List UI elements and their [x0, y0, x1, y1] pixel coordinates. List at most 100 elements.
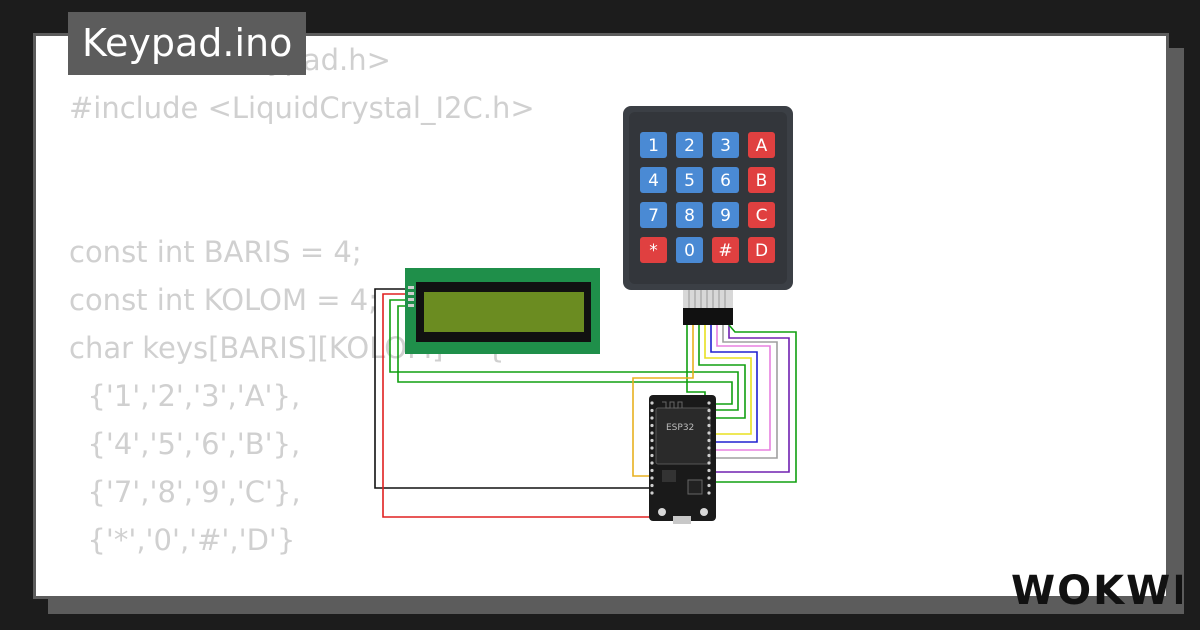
- preview-card: #include <Keypad.h>#include <LiquidCryst…: [33, 33, 1169, 599]
- keypad-face: [629, 112, 787, 284]
- esp32-pin: [707, 431, 711, 435]
- keypad-key: [712, 202, 739, 228]
- keypad-key-label: 0: [684, 241, 695, 261]
- keypad-key-label: 3: [720, 136, 731, 156]
- keypad-key: [676, 237, 703, 263]
- keypad-key: [748, 202, 775, 228]
- esp32-module: [655, 407, 711, 465]
- keypad-key: [712, 132, 739, 158]
- keypad-key: [676, 167, 703, 193]
- code-line: {'7','8','9','C'},: [69, 475, 301, 509]
- esp32-board: ESP32: [649, 395, 716, 524]
- esp32-pin: [650, 491, 654, 495]
- esp32-pin: [707, 408, 711, 413]
- esp32-pin: [707, 483, 711, 488]
- wire-lcd-sda: [389, 299, 739, 411]
- keypad-key-label: 7: [648, 206, 659, 226]
- keypad-key-label: *: [649, 241, 658, 261]
- usb-port: [673, 516, 691, 524]
- keypad-key-label: 5: [684, 171, 695, 191]
- esp32-pin: [707, 438, 711, 443]
- lcd-screen: [424, 292, 584, 332]
- project-title: Keypad.ino: [68, 12, 307, 75]
- wire-keypad-7: [712, 325, 778, 459]
- code-line: const int KOLOM = 4;: [69, 283, 378, 317]
- keypad-key: [640, 237, 667, 263]
- keypad-keys: 1 2 3 A 4 5 6 B 7 8 9 C * 0 # D: [640, 132, 775, 263]
- keypad-key-label: 8: [684, 206, 695, 226]
- wire-keypad-6: [712, 325, 771, 451]
- esp32-pin: [707, 416, 711, 420]
- keypad-key-label: 1: [648, 136, 659, 156]
- keypad-ribbon-lines: [688, 290, 726, 308]
- wire-keypad-1: [686, 325, 706, 398]
- esp32-pins: [650, 401, 711, 495]
- code-line: const int BARIS = 4;: [69, 235, 362, 269]
- keypad-key-label: #: [718, 241, 732, 261]
- keypad-key-label: 9: [720, 206, 731, 226]
- wire-keypad-4: [704, 325, 752, 435]
- esp32-pin: [707, 423, 711, 428]
- esp32-pin: [650, 476, 654, 480]
- code-line: {'4','5','6','B'},: [69, 427, 301, 461]
- esp32-pin: [650, 423, 654, 428]
- esp32-antenna: [662, 401, 683, 409]
- esp32-pin: [650, 431, 654, 435]
- keypad-key-label: 2: [684, 136, 695, 156]
- esp32-button-en: [700, 508, 708, 516]
- esp32-pin: [650, 416, 654, 420]
- esp32-pin: [650, 401, 654, 405]
- esp32-pin: [650, 461, 654, 465]
- keypad-key: [748, 167, 775, 193]
- wire-keypad-8: [712, 325, 790, 473]
- keypad-key-label: 4: [648, 171, 659, 191]
- keypad-key-label: B: [756, 171, 768, 191]
- esp32-pin: [650, 483, 654, 488]
- esp32-pin: [650, 408, 654, 413]
- wire-lcd-gnd: [374, 288, 650, 489]
- esp32-label: ESP32: [666, 423, 694, 433]
- esp32-pin: [707, 476, 711, 480]
- keypad: 1 2 3 A 4 5 6 B 7 8 9 C * 0 # D: [623, 106, 793, 325]
- keypad-key-label: C: [756, 206, 768, 226]
- wire-keypad-2: [632, 325, 694, 477]
- esp32-button-boot: [658, 508, 666, 516]
- keypad-key: [748, 237, 775, 263]
- keypad-key-label: D: [755, 241, 768, 261]
- esp32-pin: [650, 438, 654, 443]
- lcd-module: [405, 268, 600, 354]
- keypad-key: [640, 202, 667, 228]
- esp32-chip-a: [662, 470, 676, 482]
- keypad-key: [676, 132, 703, 158]
- keypad-key: [712, 237, 739, 263]
- esp32-pin: [707, 453, 711, 458]
- esp32-pin: [650, 453, 654, 458]
- keypad-key-label: A: [756, 136, 768, 156]
- keypad-key: [748, 132, 775, 158]
- esp32-pin: [707, 461, 711, 465]
- esp32-pin: [707, 446, 711, 450]
- esp32-pin: [707, 468, 711, 473]
- wire-keypad-3: [698, 325, 746, 419]
- keypad-key: [640, 132, 667, 158]
- code-line: char keys[BARIS][KOLOM] = {: [69, 331, 505, 365]
- esp32-pin: [707, 491, 711, 495]
- keypad-connector: [683, 308, 733, 325]
- wokwi-logo-text: WOKWI: [1011, 568, 1182, 614]
- esp32-pin: [707, 401, 711, 405]
- code-line: #include <LiquidCrystal_I2C.h>: [69, 91, 535, 125]
- keypad-key: [676, 202, 703, 228]
- keypad-key-label: 6: [720, 171, 731, 191]
- wokwi-logo: WOKWI: [1011, 568, 1182, 614]
- code-line: {'1','2','3','A'},: [69, 379, 301, 413]
- keypad-key: [640, 167, 667, 193]
- wire-keypad-5: [710, 325, 758, 443]
- wire-lcd-scl: [397, 305, 733, 405]
- keypad-key: [712, 167, 739, 193]
- esp32-chip-b: [687, 479, 703, 495]
- esp32-pin: [650, 468, 654, 473]
- esp32-pin: [650, 446, 654, 450]
- lcd-pins: [408, 286, 414, 307]
- code-line: {'*','0','#','D'}: [69, 523, 296, 557]
